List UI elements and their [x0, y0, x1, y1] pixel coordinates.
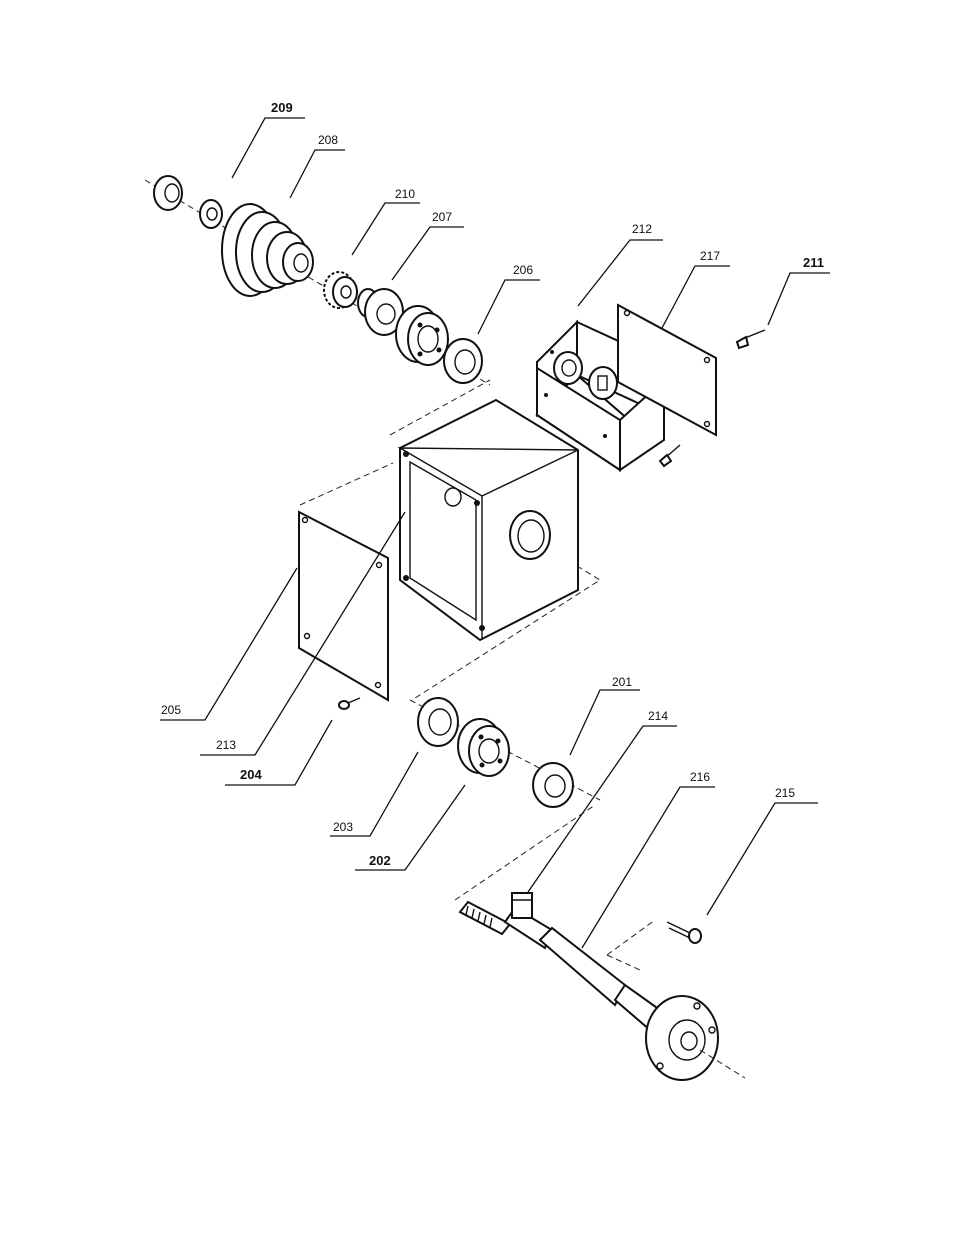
- label-210: 210: [395, 187, 415, 201]
- label-207: 207: [432, 210, 452, 224]
- label-213: 213: [216, 738, 236, 752]
- guide-line-215b: [607, 955, 640, 970]
- part-206-seal: [444, 339, 482, 383]
- guide-line-left: [300, 463, 393, 505]
- part-209-washer: [200, 200, 222, 228]
- label-208: 208: [318, 133, 338, 147]
- part-216-shaft: [460, 902, 718, 1080]
- label-202: 202: [369, 853, 391, 868]
- part-213-housing: [400, 400, 578, 640]
- part-202-bearing: [458, 719, 509, 776]
- label-214: 214: [648, 709, 668, 723]
- label-201: 201: [612, 675, 632, 689]
- label-212: 212: [632, 222, 652, 236]
- part-205-side-plate: [299, 512, 388, 700]
- guide-line-215: [607, 920, 655, 955]
- label-206: 206: [513, 263, 533, 277]
- guide-line-shaft: [455, 805, 595, 900]
- part-201-seal: [533, 763, 573, 807]
- label-215: 215: [775, 786, 795, 800]
- part-214-key: [512, 893, 532, 918]
- label-205: 205: [161, 703, 181, 717]
- label-217: 217: [700, 249, 720, 263]
- label-209: 209: [271, 100, 293, 115]
- part-215-screw: [667, 922, 701, 943]
- part-204-screw: [339, 698, 360, 709]
- part-203-seal: [418, 698, 458, 746]
- top-bearing: [396, 306, 448, 365]
- part-211-screw: [737, 330, 765, 348]
- nut: [154, 176, 182, 210]
- label-203: 203: [333, 820, 353, 834]
- label-216: 216: [690, 770, 710, 784]
- part-210-gear: [324, 272, 357, 308]
- box-screw: [660, 445, 680, 466]
- label-211: 211: [803, 255, 824, 270]
- part-208-pulley: [222, 204, 313, 296]
- label-204: 204: [240, 767, 262, 782]
